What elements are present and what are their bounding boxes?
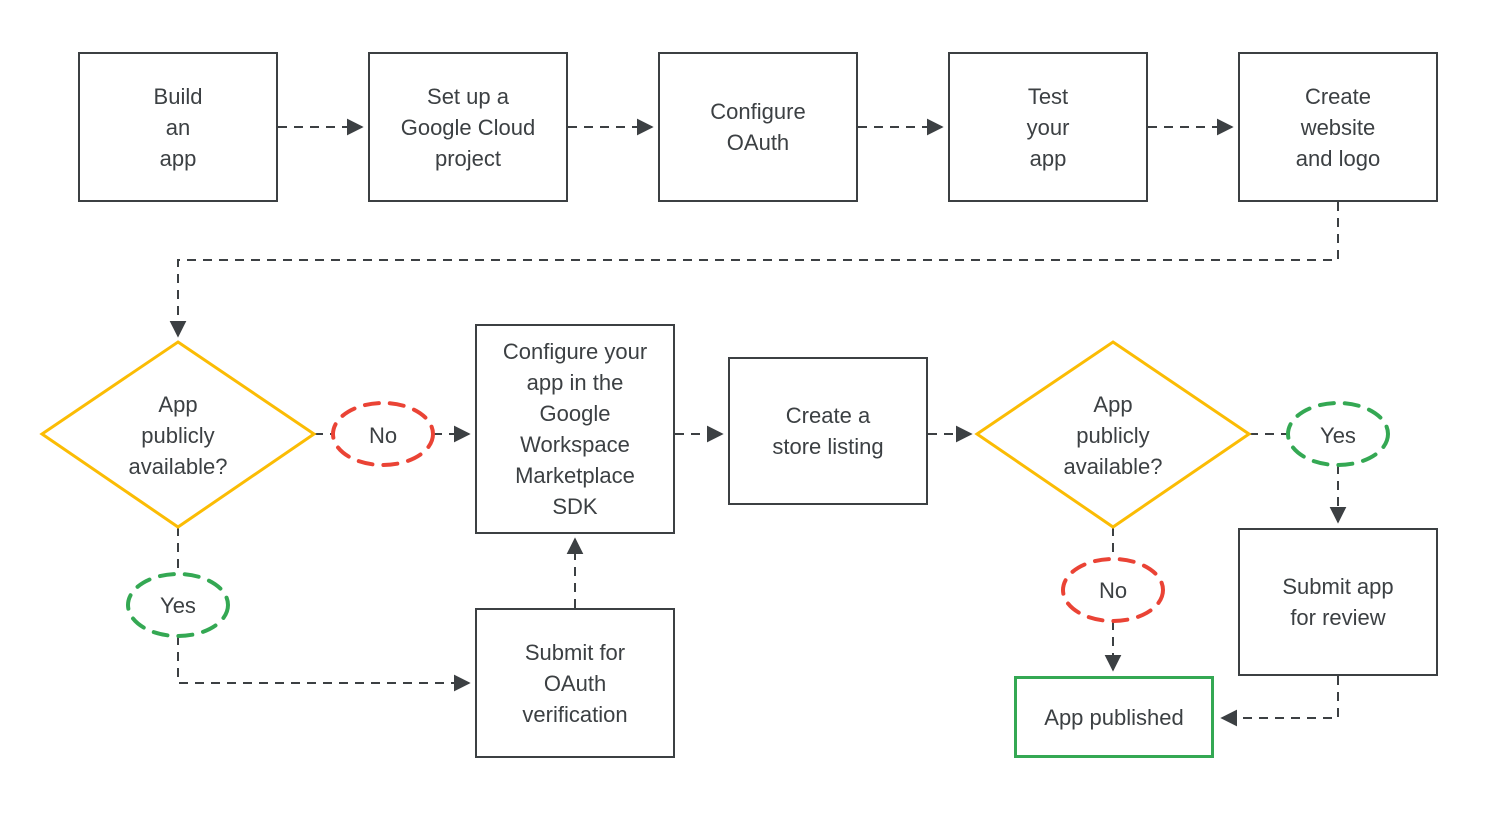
node-configure-marketplace-sdk: Configure your app in the Google Workspa… bbox=[475, 324, 675, 534]
decision1-label: App publicly available? bbox=[128, 392, 228, 479]
node-test-your-app: Test your app bbox=[948, 52, 1148, 202]
node-build-app: Build an app bbox=[78, 52, 278, 202]
node-submit-oauth-verification: Submit for OAuth verification bbox=[475, 608, 675, 758]
no1-label: No bbox=[368, 422, 398, 448]
no-oval-1 bbox=[331, 401, 435, 467]
node-setup-google-cloud-project: Set up a Google Cloud project bbox=[368, 52, 568, 202]
yes-oval-2 bbox=[1286, 401, 1390, 467]
yes-oval-1 bbox=[126, 572, 230, 638]
decision-diamond-2 bbox=[974, 340, 1252, 529]
connector-yes1-to-verification bbox=[177, 636, 471, 692]
connector-website-to-decision1 bbox=[169, 202, 1339, 338]
no2-label: No bbox=[1098, 577, 1128, 603]
no-oval-2 bbox=[1061, 557, 1165, 623]
node-configure-oauth: Configure OAuth bbox=[658, 52, 858, 202]
yes1-label: Yes bbox=[160, 592, 196, 618]
node-create-store-listing: Create a store listing bbox=[728, 357, 928, 505]
node-create-website-and-logo: Create website and logo bbox=[1238, 52, 1438, 202]
decision-diamond-1 bbox=[39, 340, 317, 529]
decision2-label: App publicly available? bbox=[1063, 392, 1163, 479]
node-app-published: App published bbox=[1014, 676, 1214, 758]
connector-review-to-published bbox=[1220, 676, 1339, 727]
node-submit-app-for-review: Submit app for review bbox=[1238, 528, 1438, 676]
yes2-label: Yes bbox=[1320, 422, 1356, 448]
